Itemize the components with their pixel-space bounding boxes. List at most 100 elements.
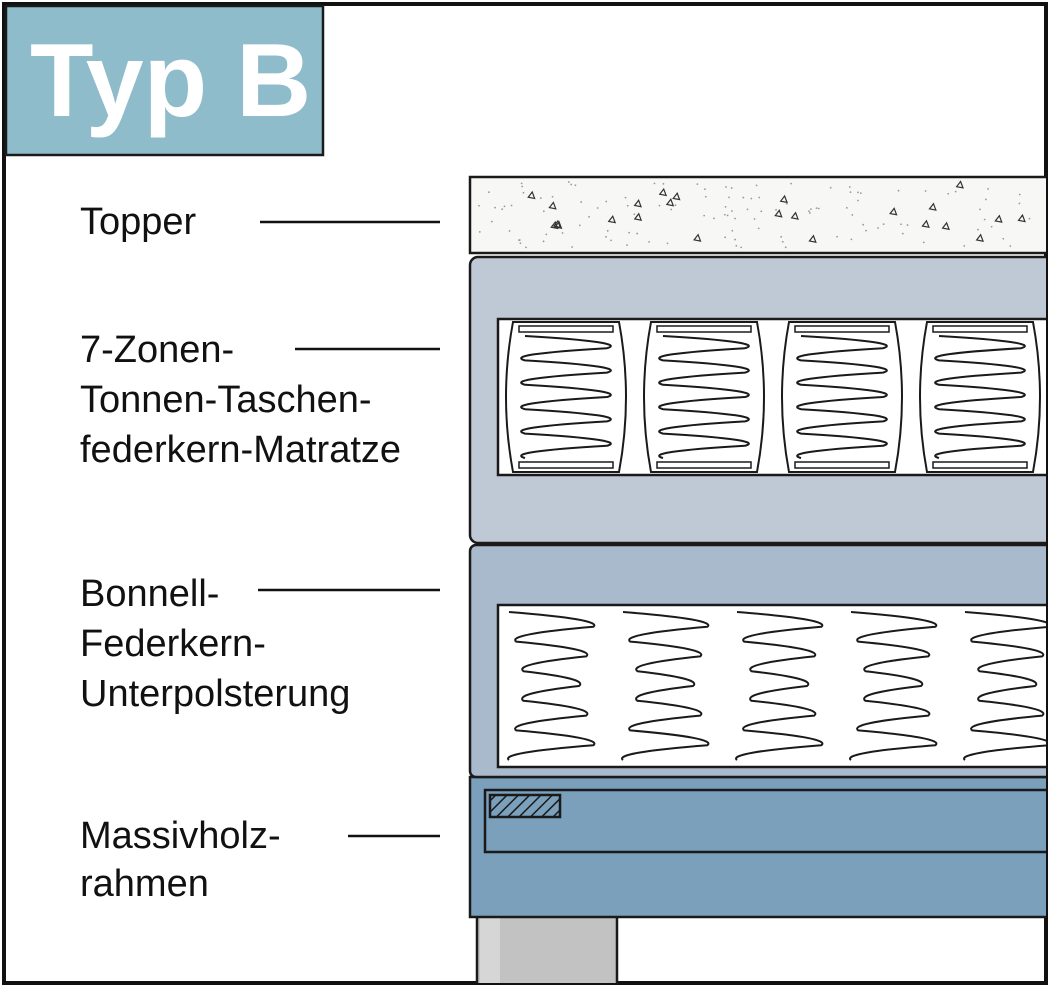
foam-dot xyxy=(610,239,612,242)
foam-triangle xyxy=(552,219,562,229)
foam-triangle xyxy=(658,187,668,197)
title-badge: Typ B xyxy=(4,4,325,157)
pocket-spring-top-plate xyxy=(794,325,890,333)
foam-dot xyxy=(580,201,583,203)
foam-dot xyxy=(859,192,862,195)
foam-triangle xyxy=(527,190,536,200)
foam-dot xyxy=(977,228,979,231)
foam-dot xyxy=(947,192,950,195)
foam-dot xyxy=(954,190,957,193)
foam-dot xyxy=(666,242,669,245)
foam-dot xyxy=(704,195,707,198)
foam-dot xyxy=(984,198,987,201)
foam-dot xyxy=(490,220,493,223)
pocket-spring-coil xyxy=(934,335,1026,459)
foam-dot xyxy=(674,204,677,207)
foam-triangle xyxy=(633,212,643,221)
bonnell-spring-coil xyxy=(735,611,824,761)
bonnell-spring-coil xyxy=(963,611,1046,761)
label-mattress-line-1: 7-Zonen- xyxy=(80,329,234,371)
foam-dot xyxy=(510,204,513,207)
foam-dot xyxy=(731,229,734,232)
title-box xyxy=(4,4,325,157)
foam-dot xyxy=(746,208,749,211)
foam-dot xyxy=(775,208,777,211)
frame-inner-panel xyxy=(483,788,1046,854)
foam-triangle xyxy=(553,220,563,229)
foam-dot xyxy=(882,223,885,226)
foam-triangle xyxy=(607,215,617,224)
foam-dot xyxy=(1018,202,1021,205)
pocket-spring-bottom-plate xyxy=(518,461,614,469)
foam-triangle xyxy=(1017,213,1026,223)
foam-dot xyxy=(713,217,715,220)
foam-dot xyxy=(857,191,859,194)
label-frame: Massivholz- rahmen xyxy=(80,815,440,905)
foam-triangle xyxy=(928,202,937,211)
pocket-spring xyxy=(505,321,627,473)
bonnell-spring-coil xyxy=(507,611,596,761)
foam-dot xyxy=(542,210,545,213)
foam-dot xyxy=(726,214,729,217)
foam-dot xyxy=(605,200,608,203)
underlay-spring-window xyxy=(496,603,1046,769)
foam-dot xyxy=(734,238,736,241)
label-underlay-line-3: Unterpolsterung xyxy=(80,673,350,715)
topper-foam-texture xyxy=(478,180,1031,249)
foam-dot xyxy=(521,185,524,188)
foam-dot xyxy=(624,196,627,199)
foam-dot xyxy=(785,202,788,205)
foam-dot xyxy=(900,223,902,226)
foam-dot xyxy=(849,191,852,194)
foam-dot xyxy=(810,208,812,211)
foam-dot xyxy=(545,233,548,236)
foam-dot xyxy=(742,196,745,199)
foam-dot xyxy=(734,217,736,220)
mattress-layer xyxy=(468,255,1046,545)
foam-dot xyxy=(488,191,490,194)
foam-dot xyxy=(703,214,706,217)
label-frame-line-1: Massivholz- xyxy=(80,815,281,857)
foam-triangle xyxy=(548,201,557,210)
title-text: Typ B xyxy=(30,23,311,139)
foam-dot xyxy=(817,207,820,210)
foam-dot xyxy=(662,182,665,185)
foam-dot xyxy=(520,182,523,185)
pocket-spring-coil xyxy=(796,335,888,459)
foam-dot xyxy=(877,227,879,229)
foam-dot xyxy=(730,187,733,189)
foam-dot xyxy=(758,196,761,199)
foam-dot xyxy=(501,208,504,211)
foam-dot xyxy=(851,214,854,216)
foam-triangle xyxy=(889,207,898,216)
foam-dot xyxy=(865,229,867,232)
foam-dot xyxy=(567,181,570,183)
frame-layer xyxy=(468,775,1046,919)
pocket-spring-coil xyxy=(658,335,750,459)
foam-dot xyxy=(750,197,753,200)
foam-dot xyxy=(897,189,900,192)
foam-dot xyxy=(605,235,607,238)
foam-dot xyxy=(539,197,542,200)
pocket-spring xyxy=(781,321,903,473)
label-topper: Topper xyxy=(80,201,440,243)
label-mattress-line-2: Tonnen-Taschen- xyxy=(80,379,372,421)
foam-dot xyxy=(815,207,818,209)
foam-dot xyxy=(725,186,727,188)
frame-hatch-block xyxy=(488,793,562,819)
foam-dot xyxy=(508,230,511,232)
foam-dot xyxy=(542,240,545,243)
pocket-spring xyxy=(643,321,765,473)
foam-dot xyxy=(836,235,838,238)
foam-dot xyxy=(784,246,787,249)
foam-dot xyxy=(1028,217,1031,220)
foam-dot xyxy=(626,204,629,207)
bonnell-spring-coil xyxy=(621,611,710,761)
foam-dot xyxy=(636,232,639,235)
foam-dot xyxy=(987,188,990,190)
foam-dot xyxy=(924,190,927,192)
foam-dot xyxy=(626,244,628,247)
foam-dot xyxy=(780,235,783,238)
foam-triangle xyxy=(790,211,799,220)
foam-dot xyxy=(503,205,506,208)
